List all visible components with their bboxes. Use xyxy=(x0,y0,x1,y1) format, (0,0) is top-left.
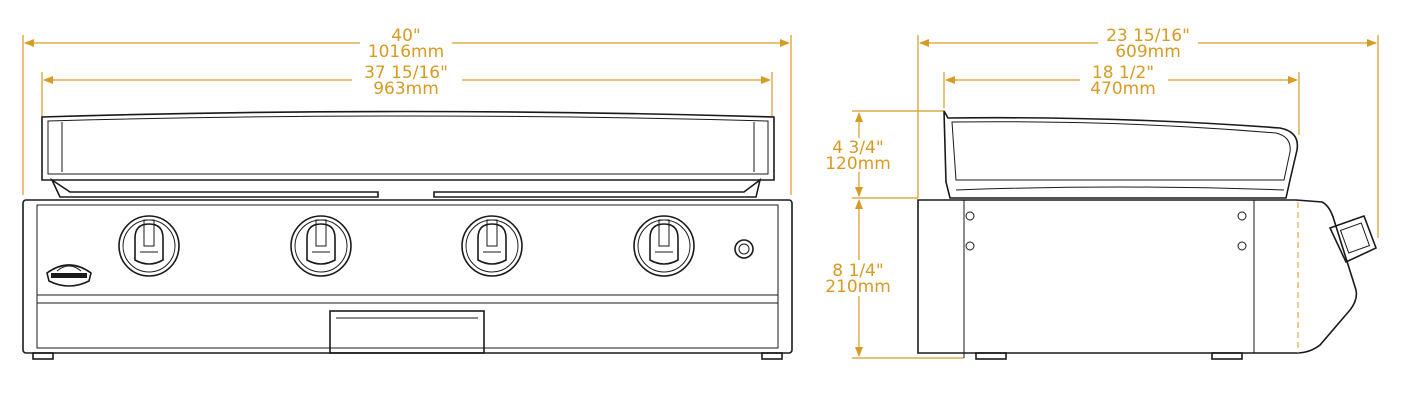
side-body xyxy=(917,199,1378,360)
side-overall-depth-dimension: 23 15/16" 609mm xyxy=(917,26,1379,238)
knob-side-profile xyxy=(1328,214,1378,264)
front-plate-width-imperial: 37 15/16" xyxy=(364,63,448,83)
side-body-height-metric: 210mm xyxy=(825,277,891,297)
foot xyxy=(975,352,1007,360)
brand-logo-icon xyxy=(46,264,92,287)
side-lid xyxy=(943,110,1299,199)
side-overall-depth-metric: 609mm xyxy=(1115,42,1181,62)
side-lid-depth-dimension: 18 1/2" 470mm xyxy=(943,63,1300,135)
foot xyxy=(1211,352,1243,360)
foot xyxy=(761,352,783,360)
knob xyxy=(118,215,180,277)
front-plate-width-metric: 963mm xyxy=(373,79,439,99)
igniter-button-icon xyxy=(734,239,754,259)
foot xyxy=(32,352,54,360)
front-plate-width-dimension: 37 15/16" 963mm xyxy=(41,63,773,118)
front-overall-width-metric: 1016mm xyxy=(368,42,444,62)
front-overall-width-dimension: 40" 1016mm xyxy=(22,26,792,195)
side-lid-height-metric: 120mm xyxy=(825,154,891,174)
side-lid-depth-imperial: 18 1/2" xyxy=(1092,63,1154,83)
griddle-body xyxy=(22,199,793,360)
side-lid-depth-metric: 470mm xyxy=(1090,79,1156,99)
grease-tray xyxy=(329,310,485,354)
knob xyxy=(290,215,352,277)
side-body-height-dimension: 8 1/4" 210mm xyxy=(820,199,964,359)
side-overall-depth-imperial: 23 15/16" xyxy=(1106,26,1190,46)
front-view: 40" 1016mm 37 15/16" 963mm xyxy=(22,26,793,360)
griddle-lid xyxy=(41,110,775,198)
side-view: 23 15/16" 609mm 18 1/2" 470mm 4 3/4" 120… xyxy=(820,26,1379,360)
side-lid-height-imperial: 4 3/4" xyxy=(832,138,883,158)
side-body-height-imperial: 8 1/4" xyxy=(832,261,883,281)
knob xyxy=(461,215,523,277)
side-lid-height-dimension: 4 3/4" 120mm xyxy=(820,110,944,199)
front-overall-width-imperial: 40" xyxy=(391,26,420,46)
knob xyxy=(633,215,695,277)
